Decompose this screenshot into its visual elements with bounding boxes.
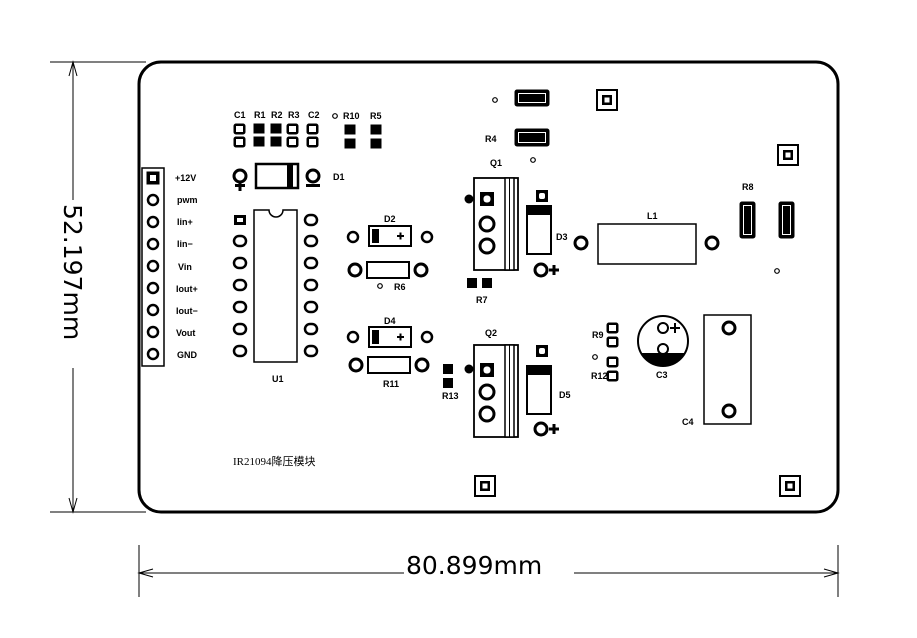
- r13-label: R13: [442, 391, 459, 401]
- r4-resistor: [514, 89, 550, 147]
- pin-header: [141, 167, 165, 367]
- width-dimension-label: 80.899mm: [406, 551, 542, 580]
- via: [332, 113, 338, 119]
- height-dimension-label: 52.197mm: [58, 204, 87, 340]
- mounting-pad: [474, 475, 496, 497]
- d2-label: D2: [384, 214, 396, 224]
- pin-label: Iin+: [177, 217, 193, 227]
- r3-label: R3: [288, 110, 300, 120]
- c4-label: C4: [682, 417, 694, 427]
- pin-label: GND: [177, 350, 198, 360]
- pin-label: Vin: [178, 262, 192, 272]
- d2-diode: [346, 225, 434, 247]
- d4-label: D4: [384, 316, 396, 326]
- r4-label: R4: [485, 134, 497, 144]
- pin-label: +12V: [175, 173, 196, 183]
- via: [530, 157, 536, 163]
- pin-label: Iout−: [176, 306, 198, 316]
- c3-capacitor: [637, 315, 689, 367]
- pin-labels: +12V pwm Iin+ Iin− Vin Iout+ Iout− Vout …: [175, 173, 198, 360]
- r8-resistor: [739, 201, 795, 239]
- r9-label: R9: [592, 330, 604, 340]
- d1-label: D1: [333, 172, 345, 182]
- q1-label: Q1: [490, 158, 502, 168]
- r8-label: R8: [742, 182, 754, 192]
- via: [592, 354, 598, 360]
- via: [492, 97, 498, 103]
- width-dimension: [137, 545, 840, 597]
- smd-pads-top: [233, 123, 382, 149]
- labels-top-row: C1 R1 R2 R3 C2 R10 R5: [234, 110, 382, 121]
- c4-capacitor: [703, 314, 752, 425]
- d3-label: D3: [556, 232, 568, 242]
- module-title: IR21094降压模块: [233, 454, 316, 468]
- mounting-pad: [779, 475, 801, 497]
- q2-label: Q2: [485, 328, 497, 338]
- l1-inductor: [573, 223, 720, 265]
- r6-resistor: [347, 261, 429, 289]
- q1-transistor: [464, 177, 519, 271]
- height-dimension: [50, 60, 146, 514]
- r10-label: R10: [343, 111, 360, 121]
- r5-label: R5: [370, 111, 382, 121]
- r2-label: R2: [271, 110, 283, 120]
- mounting-pad: [596, 89, 618, 111]
- r12-resistor: [606, 356, 619, 382]
- pin-label: Iout+: [176, 284, 198, 294]
- q2-transistor: [464, 344, 519, 438]
- r13-resistor: [443, 364, 453, 388]
- d3-diode: [526, 190, 559, 278]
- l1-label: L1: [647, 211, 658, 221]
- r11-resistor: [348, 356, 430, 374]
- d5-diode: [526, 345, 559, 437]
- c1-label: C1: [234, 110, 246, 120]
- c2-label: C2: [308, 110, 320, 120]
- r12-label: R12: [591, 371, 608, 381]
- pin-label: Vout: [176, 328, 195, 338]
- r7-resistor: [467, 278, 492, 288]
- pin-label: Iin−: [177, 239, 193, 249]
- u1-ic: [232, 209, 319, 363]
- r11-label: R11: [383, 379, 399, 389]
- pin-label: pwm: [177, 195, 198, 205]
- d1-diode: [232, 162, 321, 191]
- r7-label: R7: [476, 295, 488, 305]
- c3-label: C3: [656, 370, 668, 380]
- d4-diode: [346, 326, 434, 348]
- via: [774, 268, 780, 274]
- r1-label: R1: [254, 110, 266, 120]
- mounting-pad: [777, 144, 799, 166]
- r9-resistor: [606, 322, 619, 348]
- u1-label: U1: [272, 374, 284, 384]
- r6-label: R6: [394, 282, 406, 292]
- d5-label: D5: [559, 390, 571, 400]
